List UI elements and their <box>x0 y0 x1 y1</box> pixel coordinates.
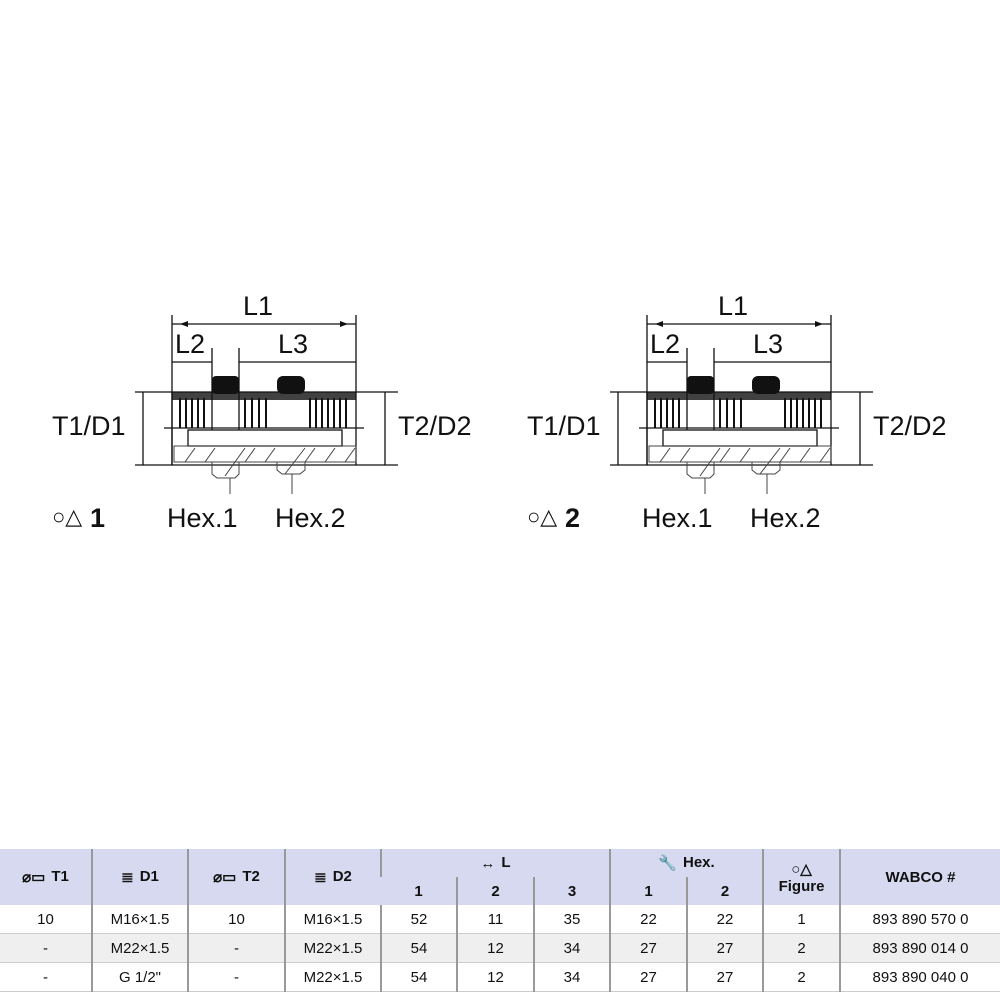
tube-icon: ⌀▭ <box>22 869 46 887</box>
header-l1: 1 <box>381 877 457 905</box>
hex2-label: Hex.2 <box>750 503 821 533</box>
length-arrow-icon: ↔ <box>480 854 496 872</box>
header-d1: ≣D1 <box>91 849 188 905</box>
table-cell: 54 <box>380 933 457 963</box>
table-cell: 27 <box>609 962 687 992</box>
figure-1: L1 L2 L3 T1/D1 T2/D2 Hex.1 Hex.2 ○△ 1 <box>40 280 500 540</box>
header-wabco: WABCO # <box>839 849 1000 905</box>
table-cell: 11 <box>456 905 534 934</box>
figure-number: 2 <box>565 503 581 533</box>
table-cell: 10 <box>187 905 285 934</box>
parts-table: ⌀▭T1 ≣D1 ⌀▭T2 ≣D2 ↔L 🔧Hex. ○△Figure WABC… <box>0 849 1000 992</box>
header-l: ↔L <box>380 849 610 877</box>
table-cell: 12 <box>456 933 534 963</box>
figure-number: 1 <box>90 503 106 533</box>
dim-l2: L2 <box>650 329 681 359</box>
dim-l1: L1 <box>243 291 274 321</box>
table-cell: G 1/2" <box>91 962 188 992</box>
hex1-label: Hex.1 <box>642 503 713 533</box>
table-cell: 893 890 014 0 <box>839 933 1000 963</box>
figure-icon: ○△ <box>527 504 558 529</box>
figure-icon: ○△ <box>791 860 812 878</box>
table-cell: 27 <box>686 962 763 992</box>
dim-t2-d2: T2/D2 <box>398 411 472 441</box>
table-cell: 2 <box>762 933 840 963</box>
dim-t1-d1: T1/D1 <box>527 411 601 441</box>
wrench-icon: 🔧 <box>658 855 677 873</box>
header-l3: 3 <box>533 877 610 905</box>
dim-l3: L3 <box>753 329 784 359</box>
header-l2: 2 <box>456 877 534 905</box>
table-cell: 22 <box>609 905 687 934</box>
thread-icon: ≣ <box>314 869 327 887</box>
dim-t2-d2: T2/D2 <box>873 411 947 441</box>
fitting-drawing <box>610 315 873 494</box>
header-hex2: 2 <box>686 877 763 905</box>
header-t1: ⌀▭T1 <box>0 849 92 905</box>
table-cell: 34 <box>533 933 610 963</box>
table-cell: 35 <box>533 905 610 934</box>
dim-l2: L2 <box>175 329 206 359</box>
table-cell: M22×1.5 <box>284 962 381 992</box>
fitting-drawing <box>135 315 398 494</box>
table-cell: 54 <box>380 962 457 992</box>
tube-icon: ⌀▭ <box>213 869 237 887</box>
table-cell: M16×1.5 <box>91 905 188 934</box>
figure-icon: ○△ <box>52 504 83 529</box>
header-hex: 🔧Hex. <box>609 849 763 877</box>
table-cell: 12 <box>456 962 534 992</box>
table-cell: M22×1.5 <box>91 933 188 963</box>
dim-l1: L1 <box>718 291 749 321</box>
table-cell: 2 <box>762 962 840 992</box>
dim-l3: L3 <box>278 329 309 359</box>
header-figure: ○△Figure <box>762 849 840 905</box>
thread-icon: ≣ <box>121 869 134 887</box>
header-t2: ⌀▭T2 <box>187 849 285 905</box>
hex1-label: Hex.1 <box>167 503 238 533</box>
table-cell: 10 <box>0 905 92 934</box>
table-cell: 27 <box>609 933 687 963</box>
table-cell: 22 <box>686 905 763 934</box>
table-cell: M22×1.5 <box>284 933 381 963</box>
figure-2: L1 L2 L3 T1/D1 T2/D2 Hex.1 Hex.2 ○△ 2 <box>515 280 975 540</box>
table-cell: 1 <box>762 905 840 934</box>
header-hex1: 1 <box>609 877 687 905</box>
table-cell: - <box>0 962 92 992</box>
table-cell: 893 890 570 0 <box>839 905 1000 934</box>
table-cell: M16×1.5 <box>284 905 381 934</box>
table-cell: 27 <box>686 933 763 963</box>
table-cell: - <box>187 962 285 992</box>
table-cell: 893 890 040 0 <box>839 962 1000 992</box>
table-cell: - <box>0 933 92 963</box>
hex2-label: Hex.2 <box>275 503 346 533</box>
dim-t1-d1: T1/D1 <box>52 411 126 441</box>
table-cell: 34 <box>533 962 610 992</box>
table-cell: - <box>187 933 285 963</box>
table-cell: 52 <box>380 905 457 934</box>
header-d2: ≣D2 <box>284 849 381 905</box>
